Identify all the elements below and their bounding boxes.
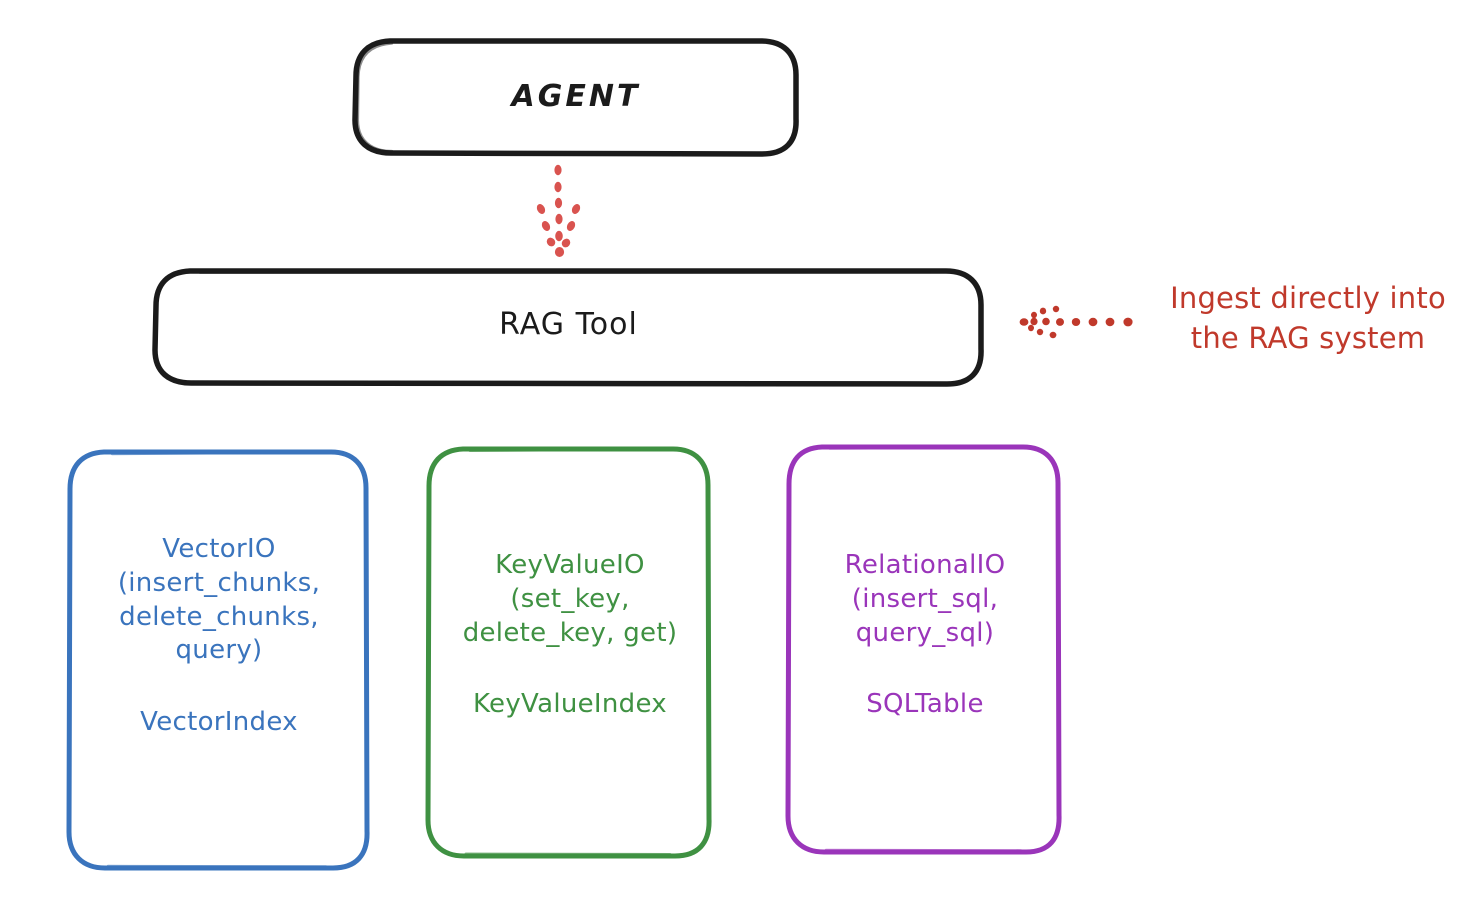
rag-tool-box-outline xyxy=(152,268,984,387)
vector-io-box-outline xyxy=(66,449,370,871)
agent-box-outline xyxy=(352,38,799,157)
annotation-dotted-arrow xyxy=(1019,305,1133,339)
relational-io-box-outline xyxy=(785,444,1062,855)
key-value-io-box-outline xyxy=(425,446,712,859)
agent-to-rag-dotted-arrow xyxy=(536,164,581,257)
